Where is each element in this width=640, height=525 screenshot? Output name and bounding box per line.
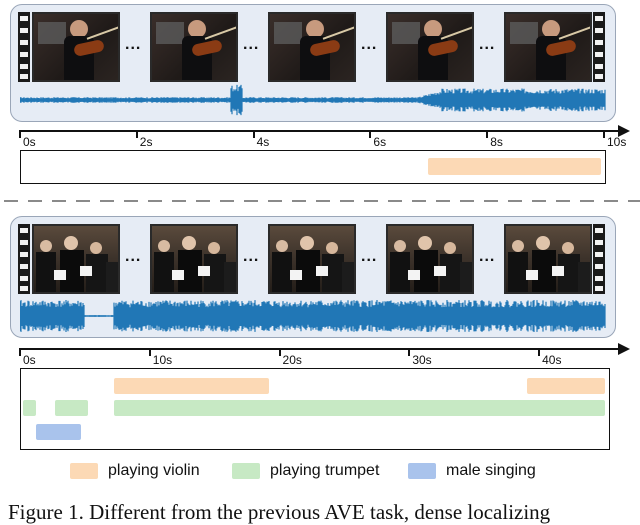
event-segment bbox=[427, 158, 601, 175]
film-strip-right-icon bbox=[593, 12, 605, 82]
separator-dash bbox=[364, 200, 378, 202]
legend-label: playing violin bbox=[108, 462, 200, 479]
separator-dash bbox=[28, 200, 42, 202]
separator-dash bbox=[52, 200, 66, 202]
separator-dash bbox=[580, 200, 594, 202]
axis-tick bbox=[408, 348, 411, 356]
violin-player-frame bbox=[268, 12, 356, 82]
film-strip-left-icon bbox=[18, 12, 30, 82]
separator-dash bbox=[316, 200, 330, 202]
ellipsis-separator: ... bbox=[361, 36, 378, 53]
top-event-track bbox=[20, 150, 606, 184]
separator-dash bbox=[100, 200, 114, 202]
axis-tick-label: 30s bbox=[412, 353, 432, 367]
ellipsis-separator: ... bbox=[479, 36, 496, 53]
axis-tick-label: 10s bbox=[607, 135, 627, 149]
violin-player-frame bbox=[32, 12, 120, 82]
axis-tick-label: 0s bbox=[23, 353, 36, 367]
axis-tick bbox=[369, 130, 372, 138]
choir-frame bbox=[386, 224, 474, 294]
axis-arrow-icon bbox=[618, 125, 630, 137]
axis-tick-label: 8s bbox=[490, 135, 503, 149]
axis-tick-label: 40s bbox=[542, 353, 562, 367]
axis-tick bbox=[538, 348, 541, 356]
separator-dash bbox=[76, 200, 90, 202]
separator-dash bbox=[604, 200, 618, 202]
separator-dash bbox=[292, 200, 306, 202]
separator-dash bbox=[532, 200, 546, 202]
separator-dash bbox=[508, 200, 522, 202]
axis-line bbox=[20, 348, 618, 350]
event-segment bbox=[113, 378, 269, 394]
separator-dash bbox=[244, 200, 258, 202]
bottom-audio-waveform bbox=[20, 300, 606, 332]
separator-dash bbox=[268, 200, 282, 202]
separator-dash bbox=[388, 200, 402, 202]
legend-label: male singing bbox=[446, 462, 536, 479]
axis-tick bbox=[19, 130, 21, 138]
choir-frame bbox=[150, 224, 238, 294]
separator-dash bbox=[148, 200, 162, 202]
separator-dash bbox=[220, 200, 234, 202]
waveform-path bbox=[20, 84, 606, 116]
bottom-event-track bbox=[20, 368, 610, 450]
legend-swatch bbox=[70, 463, 98, 479]
separator-dash bbox=[628, 200, 640, 202]
film-strip-right-icon bbox=[593, 224, 605, 294]
axis-tick-label: 0s bbox=[23, 135, 36, 149]
event-segment bbox=[527, 378, 605, 394]
ellipsis-separator: ... bbox=[361, 248, 378, 265]
event-segment bbox=[35, 424, 82, 440]
legend-label: playing trumpet bbox=[270, 462, 380, 479]
axis-line bbox=[20, 130, 618, 132]
figure-caption: Figure 1. Different from the previous AV… bbox=[8, 500, 551, 524]
axis-arrow-icon bbox=[618, 343, 630, 355]
choir-frame bbox=[268, 224, 356, 294]
axis-tick bbox=[135, 130, 138, 138]
violin-player-frame bbox=[150, 12, 238, 82]
separator-dash bbox=[484, 200, 498, 202]
separator-dash bbox=[124, 200, 138, 202]
legend-swatch bbox=[232, 463, 260, 479]
axis-tick bbox=[486, 130, 489, 138]
choir-frame bbox=[32, 224, 120, 294]
axis-tick bbox=[148, 348, 151, 356]
ellipsis-separator: ... bbox=[243, 36, 260, 53]
choir-frame bbox=[504, 224, 592, 294]
ellipsis-separator: ... bbox=[243, 248, 260, 265]
legend-swatch bbox=[408, 463, 436, 479]
ellipsis-separator: ... bbox=[125, 36, 142, 53]
axis-tick bbox=[603, 130, 605, 138]
separator-dash bbox=[412, 200, 426, 202]
axis-tick-label: 4s bbox=[256, 135, 270, 149]
separator-dash bbox=[436, 200, 450, 202]
axis-tick bbox=[19, 348, 21, 356]
axis-tick-label: 10s bbox=[152, 353, 173, 367]
film-strip-left-icon bbox=[18, 224, 30, 294]
ellipsis-separator: ... bbox=[479, 248, 496, 265]
event-segment bbox=[113, 400, 605, 416]
ellipsis-separator: ... bbox=[125, 248, 142, 265]
waveform-path bbox=[20, 300, 606, 332]
axis-tick-label: 20s bbox=[282, 353, 302, 367]
separator-dash bbox=[172, 200, 186, 202]
separator-dash bbox=[4, 200, 18, 202]
axis-tick-label: 6s bbox=[373, 135, 387, 149]
axis-tick bbox=[252, 130, 255, 138]
axis-tick bbox=[278, 348, 281, 356]
top-audio-waveform bbox=[20, 84, 606, 116]
violin-player-frame bbox=[386, 12, 474, 82]
axis-tick-label: 2s bbox=[139, 135, 153, 149]
separator-dash bbox=[460, 200, 474, 202]
event-segment bbox=[23, 400, 36, 416]
violin-player-frame bbox=[504, 12, 592, 82]
separator-dash bbox=[196, 200, 210, 202]
separator-dash bbox=[340, 200, 354, 202]
separator-dash bbox=[556, 200, 570, 202]
event-segment bbox=[55, 400, 88, 416]
